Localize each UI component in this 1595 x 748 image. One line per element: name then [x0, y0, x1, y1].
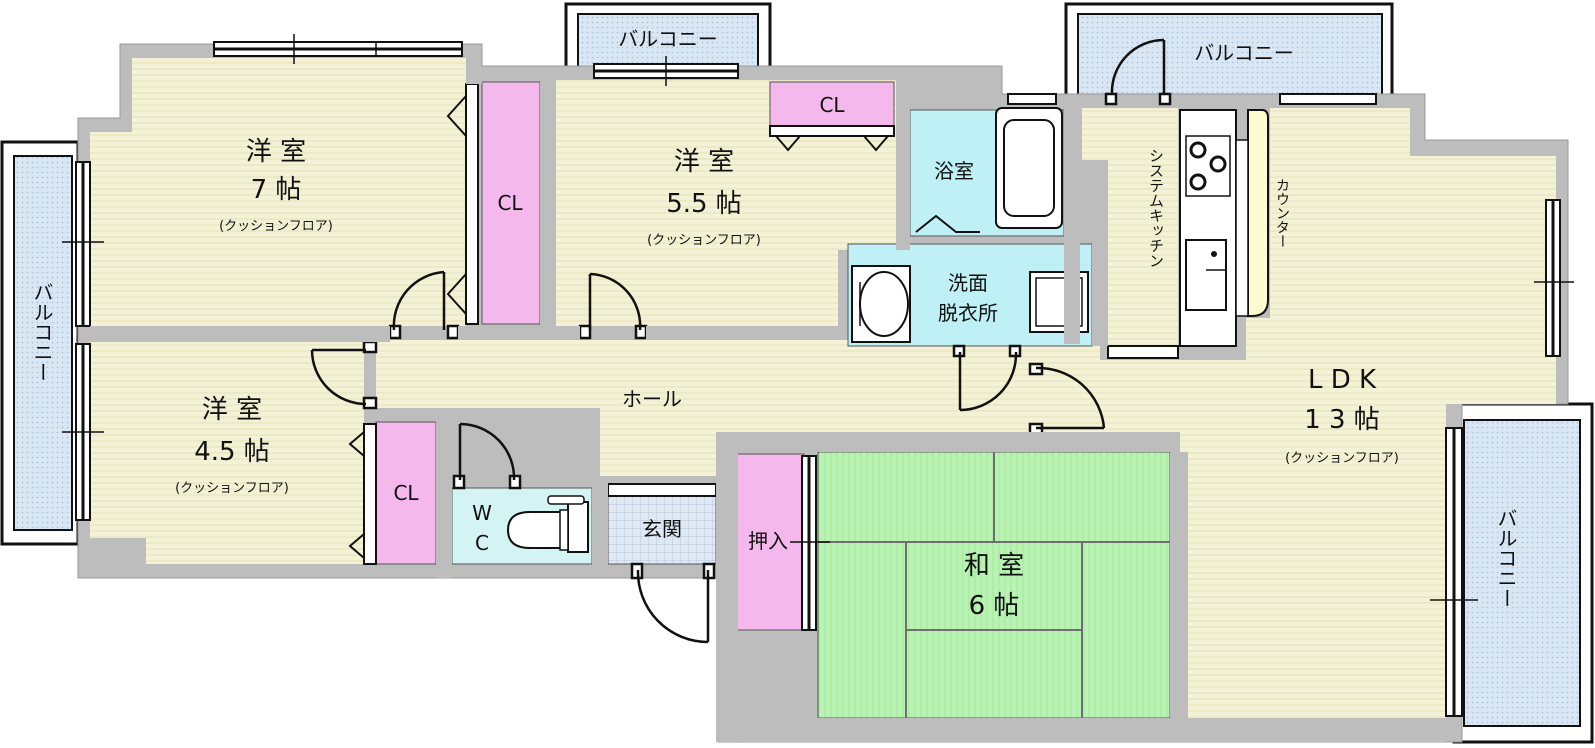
closet-5_5-room	[769, 81, 895, 127]
toilet-icon	[506, 495, 589, 553]
door-western-4_5	[310, 340, 378, 410]
door-entrance	[630, 562, 716, 644]
window-top-middle	[593, 56, 739, 86]
room-western-4_5-note: (クッションフロア)	[175, 481, 289, 496]
washroom-label-line1: 洗面	[948, 271, 988, 295]
bathtub-icon	[995, 107, 1063, 229]
wc-label-w: W	[472, 501, 492, 525]
window-left-lower	[62, 343, 104, 521]
wc-label-c: C	[475, 531, 489, 555]
door-wc	[452, 422, 522, 490]
room-japanese-size: 6 帖	[969, 591, 1020, 621]
bath-label: 浴室	[934, 159, 974, 183]
room-western-4_5-name: 洋 室	[202, 395, 262, 425]
room-japanese-name: 和 室	[964, 551, 1024, 581]
room-western-7-name: 洋 室	[246, 137, 306, 167]
closet-label-3: CL	[393, 481, 419, 505]
room-western-5_5-note: (クッションフロア)	[647, 233, 761, 248]
oshiire-label: 押入	[748, 529, 788, 553]
window-washroom	[1007, 93, 1057, 105]
door-western-7	[388, 270, 460, 340]
balcony-label-top-middle: バルコニー	[618, 27, 718, 51]
ldk-floor	[1080, 108, 1556, 720]
entrance-floor	[607, 495, 717, 565]
interior-walls	[90, 66, 1446, 742]
counter-bar	[1247, 109, 1269, 317]
kitchen-entry-floor	[1082, 108, 1178, 160]
counter-label: カウンター	[1274, 178, 1290, 248]
room-western-5_5-size: 5.5 帖	[666, 189, 742, 219]
room-ldk-name: L D K	[1308, 365, 1377, 395]
fridge-space	[1107, 345, 1179, 359]
room-ldk-note: (クッションフロア)	[1285, 451, 1399, 466]
window-right-balcony	[1430, 427, 1478, 717]
closet-doors	[348, 83, 895, 565]
window-oshiire	[790, 455, 830, 631]
door-balcony-top	[1104, 38, 1172, 106]
window-left-upper	[62, 161, 104, 327]
room-western-7-size: 7 帖	[251, 175, 302, 205]
closet-4_5-room	[375, 421, 437, 565]
washroom-label-line2: 脱衣所	[938, 301, 998, 325]
window-ldk-top	[1279, 93, 1377, 105]
counter-wall	[1235, 139, 1249, 317]
room-western-4_5-floor	[90, 342, 364, 564]
room-western-4_5-size: 4.5 帖	[194, 437, 270, 467]
balcony-top-right	[1064, 2, 1394, 106]
window-right-ldk	[1534, 199, 1574, 357]
closet-label-1: CL	[497, 191, 523, 215]
hall-label: ホール	[622, 387, 682, 411]
closet-label-2: CL	[819, 93, 845, 117]
room-ldk-size: 1 3 帖	[1304, 405, 1380, 435]
bath-door-icon	[915, 214, 980, 233]
tatami-room	[817, 451, 1171, 719]
balcony-top-middle	[564, 2, 772, 76]
hall-floor	[376, 340, 1180, 476]
kitchen-label: システムキッチン	[1147, 148, 1165, 268]
entrance-label: 玄関	[642, 517, 682, 541]
kitchen-floor	[1108, 160, 1178, 346]
door-washroom	[952, 344, 1022, 412]
kitchen-counter	[1179, 109, 1237, 347]
room-western-5_5-floor	[556, 80, 896, 326]
window-top-left	[213, 34, 463, 64]
balcony-label-left: バルコニー	[30, 282, 54, 382]
room-western-7-note: (クッションフロア)	[219, 219, 333, 234]
balcony-label-right: バルコニー	[1494, 508, 1518, 608]
room-western-7-floor	[90, 58, 466, 326]
balcony-left	[0, 140, 80, 546]
wash-basin-icon	[851, 265, 911, 343]
balcony-right	[1452, 402, 1594, 744]
balcony-label-top-right: バルコニー	[1194, 41, 1294, 65]
door-western-5_5	[578, 272, 648, 340]
door-ldk	[1028, 362, 1106, 436]
shoe-cabinet	[607, 483, 717, 497]
room-western-5_5-name: 洋 室	[674, 147, 734, 177]
